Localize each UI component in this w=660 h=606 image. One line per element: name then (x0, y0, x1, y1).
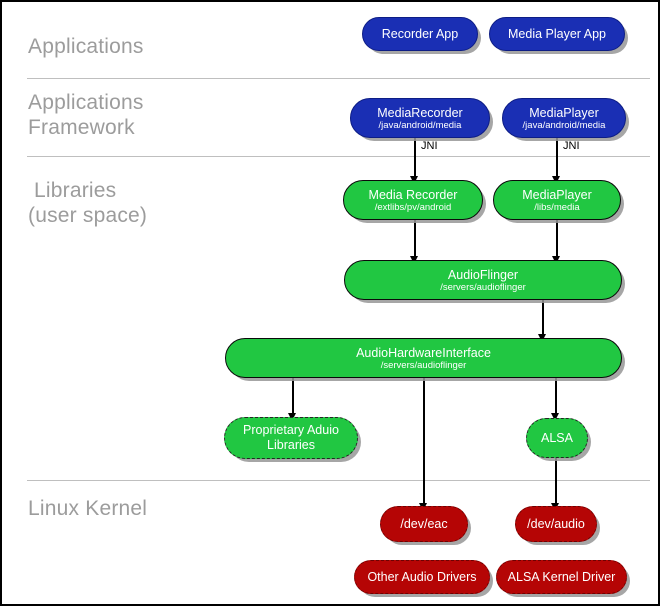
node-dev-audio[interactable]: /dev/audio (515, 506, 597, 542)
divider-linux-kernel (27, 480, 650, 481)
node-mediaplayer-lib[interactable]: MediaPlayer /libs/media (493, 180, 621, 220)
node-mediaplayer-framework[interactable]: MediaPlayer /java/android/media (502, 98, 626, 138)
connector-audioflinger-audiohardwareinterface (542, 300, 544, 336)
node-media-player-app-title: Media Player App (508, 27, 606, 41)
node-media-recorder-lib[interactable]: Media Recorder /extlibs/pv/android (343, 180, 483, 220)
node-audioflinger-title: AudioFlinger (447, 267, 519, 282)
node-audioflinger-path: /servers/audioflinger (440, 281, 526, 293)
node-dev-audio-title: /dev/audio (527, 517, 585, 531)
layer-label-applications: Applications (28, 35, 144, 58)
connector-mediarecorder-audioflinger (414, 220, 416, 258)
node-mediaplayer-lib-path: /libs/media (534, 201, 580, 213)
node-proprietary-audio-libraries-title: Proprietary Aduio Libraries (243, 423, 339, 452)
connector-mediaplayer-jni (556, 138, 558, 178)
node-audiohardwareinterface[interactable]: AudioHardwareInterface /servers/audiofli… (225, 338, 622, 378)
node-media-recorder-lib-path: /extlibs/pv/android (374, 201, 452, 213)
divider-applications (27, 78, 650, 79)
node-alsa-kernel-driver[interactable]: ALSA Kernel Driver (496, 560, 627, 594)
node-other-audio-drivers[interactable]: Other Audio Drivers (354, 560, 490, 594)
edge-label-jni-player: JNI (563, 140, 580, 152)
layer-label-applications-framework: Applications Framework (28, 91, 144, 139)
edge-label-jni-recorder: JNI (421, 140, 438, 152)
node-recorder-app[interactable]: Recorder App (362, 17, 478, 51)
node-dev-eac-title: /dev/eac (400, 517, 448, 531)
connector-ahi-alsa (555, 377, 557, 415)
connector-alsa-dev-audio (555, 457, 557, 505)
node-proprietary-audio-libraries[interactable]: Proprietary Aduio Libraries (224, 417, 358, 459)
node-mediarecorder-framework[interactable]: MediaRecorder /java/android/media (350, 98, 490, 138)
node-mediaplayer-framework-title: MediaPlayer (529, 105, 599, 120)
node-audiohardwareinterface-title: AudioHardwareInterface (356, 345, 491, 360)
layer-label-libraries: Libraries (user space) (28, 179, 148, 227)
arrowhead-ahi-alsa (551, 413, 559, 421)
node-alsa-kernel-driver-title: ALSA Kernel Driver (507, 570, 616, 584)
node-media-player-app[interactable]: Media Player App (489, 17, 625, 51)
node-alsa-title: ALSA (541, 431, 573, 445)
node-media-recorder-lib-title: Media Recorder (368, 187, 458, 202)
layer-label-linux-kernel: Linux Kernel (28, 497, 148, 520)
node-mediaplayer-lib-title: MediaPlayer (522, 187, 592, 202)
connector-ahi-dev-eac (423, 377, 425, 505)
connector-ahi-proprietary (292, 377, 294, 415)
divider-applications-framework (27, 156, 650, 157)
connector-mediarecorder-jni (414, 138, 416, 178)
node-mediaplayer-framework-path: /java/android/media (522, 119, 606, 131)
connector-mediaplayer-audioflinger (556, 220, 558, 258)
node-other-audio-drivers-title: Other Audio Drivers (367, 570, 477, 584)
node-mediarecorder-framework-title: MediaRecorder (377, 105, 463, 120)
node-alsa[interactable]: ALSA (526, 418, 588, 458)
node-dev-eac[interactable]: /dev/eac (380, 506, 468, 542)
node-mediarecorder-framework-path: /java/android/media (378, 119, 462, 131)
node-audiohardwareinterface-path: /servers/audioflinger (380, 359, 467, 371)
node-audioflinger[interactable]: AudioFlinger /servers/audioflinger (344, 260, 622, 300)
node-recorder-app-title: Recorder App (381, 27, 459, 41)
